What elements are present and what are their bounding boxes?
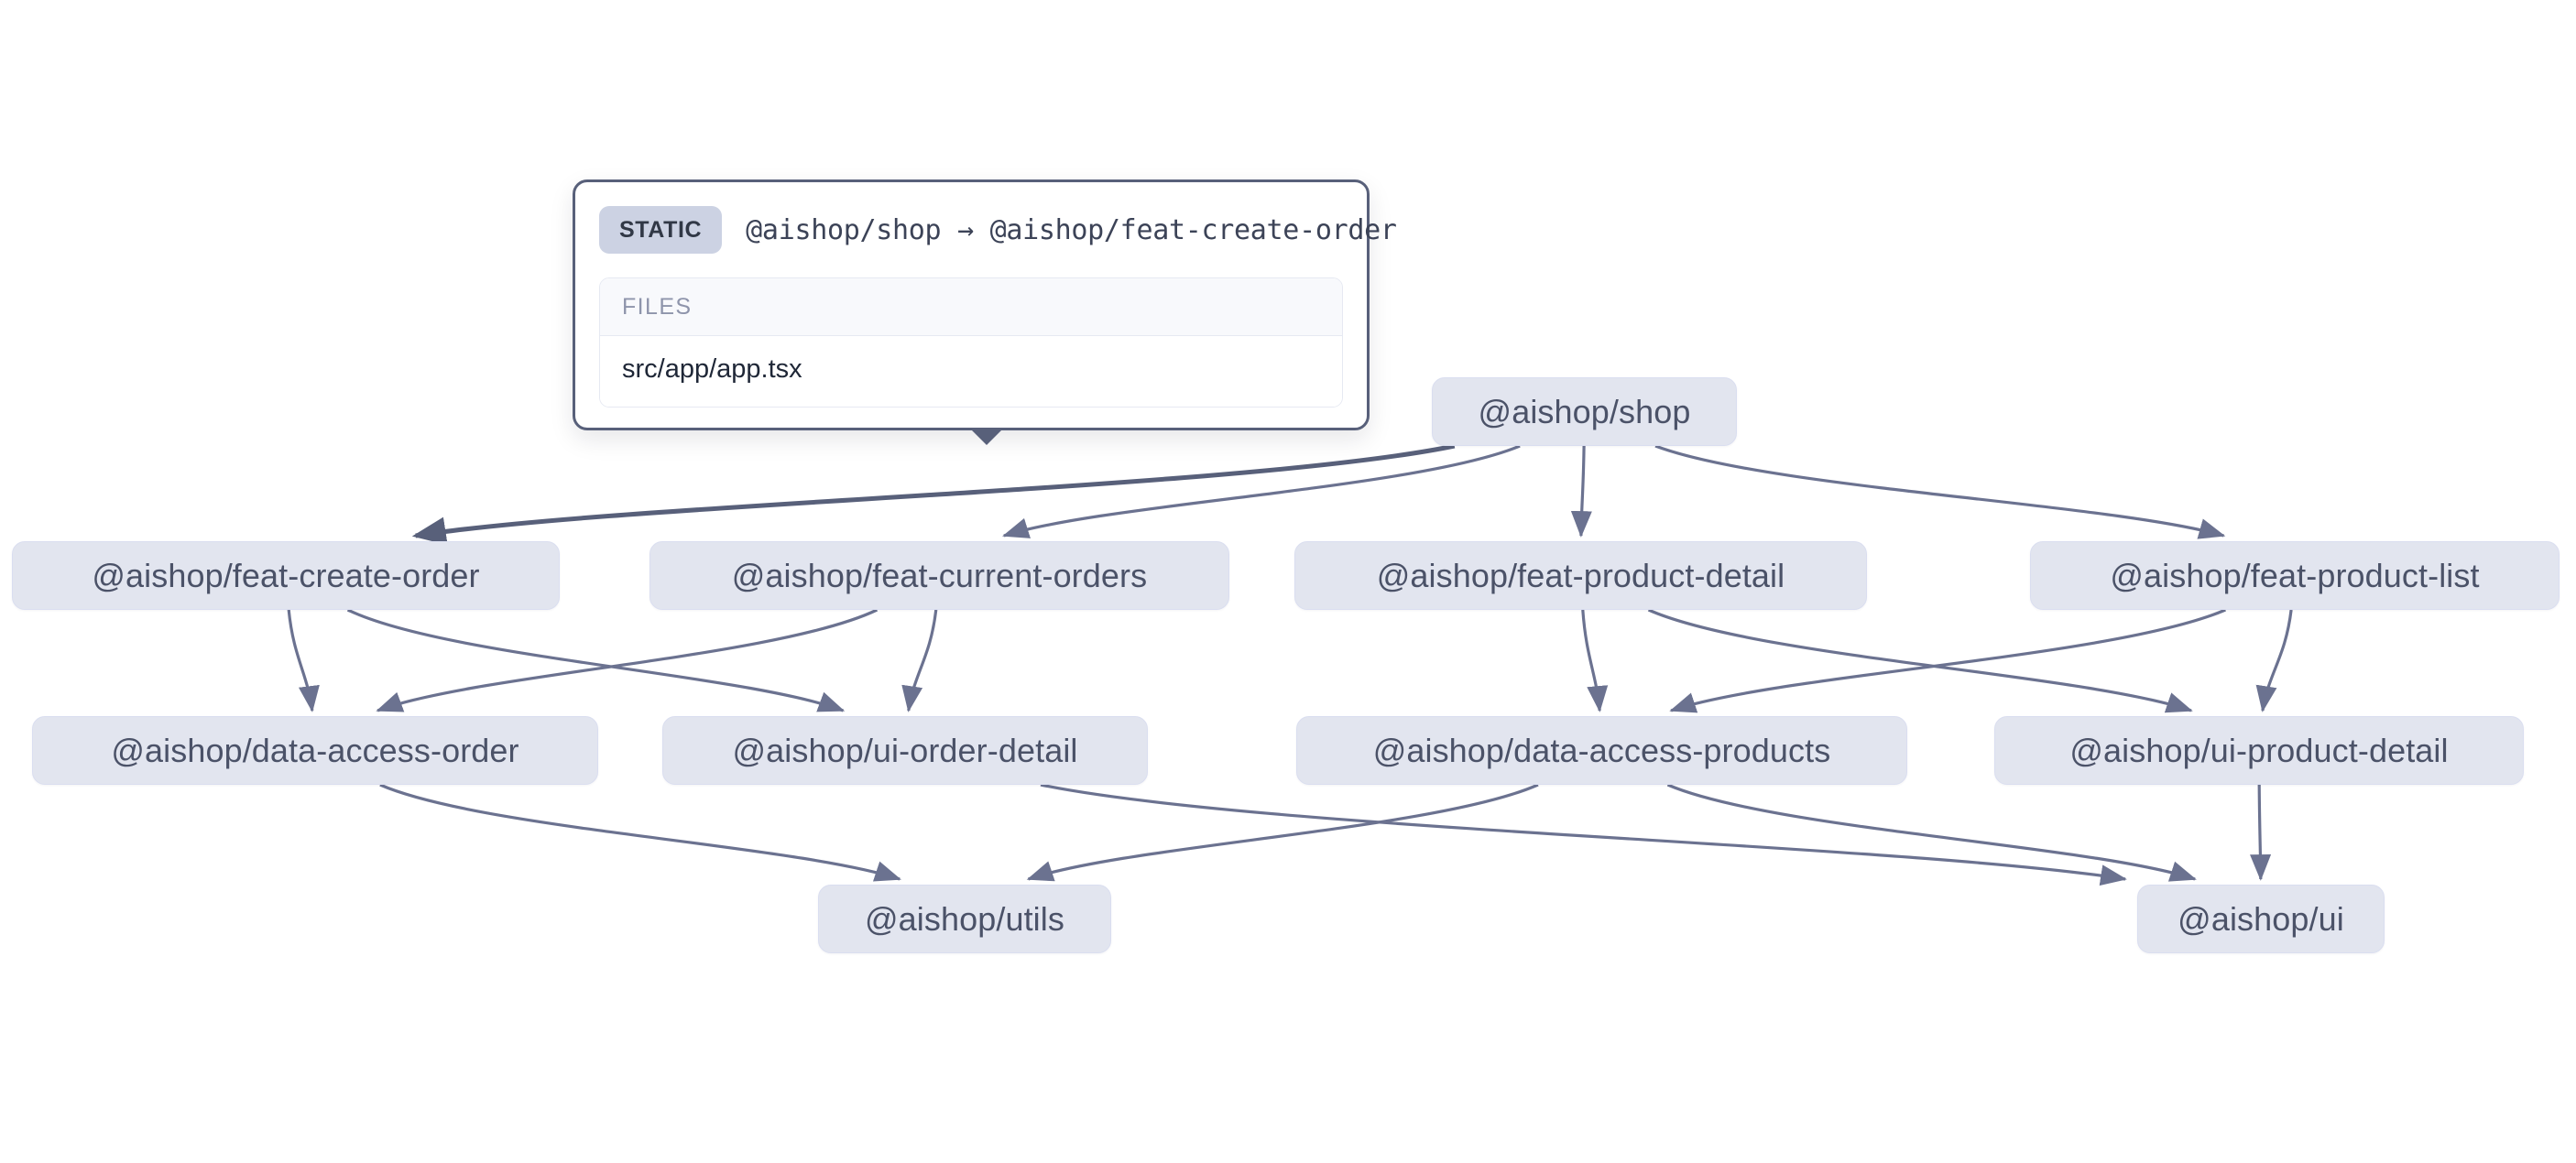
tooltip-header: STATIC @aishop/shop → @aishop/feat-creat… [599, 206, 1397, 254]
graph-edge-feat-product-list-to-ui-product-detail[interactable] [2255, 609, 2293, 712]
graph-node-data-access-products[interactable]: @aishop/data-access-products [1296, 716, 1907, 785]
graph-node-label: @aishop/data-access-order [111, 731, 519, 769]
graph-edge-shop-to-feat-current-orders[interactable] [1002, 444, 1521, 538]
graph-node-label: @aishop/feat-product-detail [1376, 556, 1785, 594]
edge-details-tooltip[interactable]: STATIC @aishop/shop → @aishop/feat-creat… [573, 179, 1397, 445]
files-section-header: FILES [600, 278, 1342, 336]
tooltip-title: @aishop/shop → @aishop/feat-create-order [746, 213, 1397, 246]
graph-edge-data-access-products-to-utils[interactable] [1026, 783, 1539, 882]
graph-node-label: @aishop/feat-current-orders [731, 556, 1148, 594]
graph-node-feat-current-orders[interactable]: @aishop/feat-current-orders [649, 541, 1229, 610]
graph-node-label: @aishop/feat-product-list [2110, 556, 2480, 594]
graph-edge-shop-to-feat-create-order[interactable] [411, 443, 1456, 546]
graph-node-label: @aishop/data-access-products [1372, 731, 1831, 769]
graph-node-shop[interactable]: @aishop/shop [1432, 377, 1737, 446]
graph-node-label: @aishop/feat-create-order [92, 556, 480, 594]
tooltip-files-panel: FILES src/app/app.tsx [599, 277, 1343, 408]
graph-edge-feat-current-orders-to-data-access-order[interactable] [376, 608, 879, 712]
graph-node-ui-order-detail[interactable]: @aishop/ui-order-detail [662, 716, 1148, 785]
graph-node-feat-product-list[interactable]: @aishop/feat-product-list [2030, 541, 2560, 610]
graph-node-utils[interactable]: @aishop/utils [818, 885, 1111, 953]
graph-node-data-access-order[interactable]: @aishop/data-access-order [32, 716, 598, 785]
dependency-type-badge: STATIC [599, 206, 723, 254]
graph-edge-data-access-products-to-ui[interactable] [1666, 783, 2197, 882]
graph-node-ui-product-detail[interactable]: @aishop/ui-product-detail [1994, 716, 2524, 785]
graph-node-feat-create-order[interactable]: @aishop/feat-create-order [12, 541, 560, 610]
graph-edge-feat-current-orders-to-ui-order-detail[interactable] [901, 609, 938, 712]
tooltip-pointer-arrow [969, 428, 1004, 445]
graph-edge-feat-product-detail-to-data-access-products[interactable] [1581, 609, 1609, 712]
graph-edge-ui-product-detail-to-ui[interactable] [2250, 784, 2272, 881]
file-row[interactable]: src/app/app.tsx [600, 336, 1342, 407]
graph-edge-feat-product-detail-to-ui-product-detail[interactable] [1647, 608, 2193, 713]
graph-edge-data-access-order-to-utils[interactable] [379, 783, 901, 882]
files-list: src/app/app.tsx [600, 336, 1342, 407]
graph-edge-feat-create-order-to-ui-order-detail[interactable] [346, 608, 846, 712]
graph-edge-ui-order-detail-to-ui[interactable] [1040, 783, 2127, 886]
graph-edge-feat-product-list-to-data-access-products[interactable] [1669, 608, 2226, 713]
graph-node-label: @aishop/ui-order-detail [732, 731, 1078, 769]
graph-node-label: @aishop/utils [865, 899, 1064, 938]
graph-node-feat-product-detail[interactable]: @aishop/feat-product-detail [1294, 541, 1867, 610]
graph-node-label: @aishop/ui-product-detail [2069, 731, 2449, 769]
graph-edge-feat-create-order-to-data-access-order[interactable] [287, 609, 320, 712]
graph-edge-shop-to-feat-product-list[interactable] [1654, 444, 2226, 539]
graph-node-ui[interactable]: @aishop/ui [2137, 885, 2385, 953]
graph-edge-shop-to-feat-product-detail[interactable] [1570, 445, 1592, 538]
graph-node-label: @aishop/shop [1478, 392, 1691, 430]
graph-node-label: @aishop/ui [2178, 899, 2344, 938]
